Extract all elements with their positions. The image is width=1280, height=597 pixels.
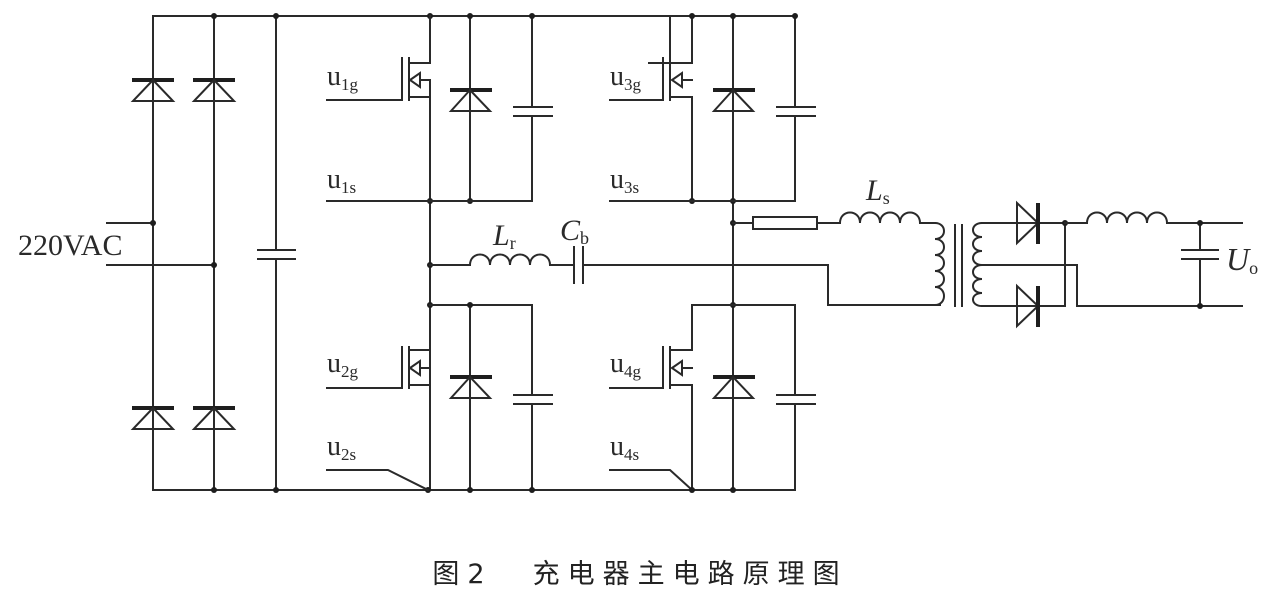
- bridge-leg-right: [730, 13, 736, 493]
- snubber-cap-1: [326, 13, 553, 202]
- bridge-rectifier: [106, 13, 796, 493]
- blocking-capacitor-cb: [573, 246, 941, 306]
- label-cb: Cb: [560, 214, 589, 248]
- transformer: [933, 221, 984, 308]
- label-u3s: u3s: [610, 164, 639, 197]
- input-filter-capacitor: [257, 13, 296, 493]
- bridge-diode-d2: [191, 78, 237, 102]
- label-u2s: u2s: [327, 431, 356, 464]
- label-uo: Uo: [1226, 241, 1258, 278]
- mosfet-q3: [609, 13, 695, 204]
- figure-caption: 图2 充电器主电路原理图: [0, 552, 1280, 591]
- antiparallel-diode-3: [711, 88, 756, 112]
- mosfet-q2: [326, 346, 431, 389]
- antiparallel-diode-4: [711, 375, 756, 399]
- label-u4s: u4s: [610, 431, 639, 464]
- u4s-lead: [609, 469, 694, 492]
- bridge-diode-d3: [130, 406, 176, 430]
- antiparallel-diode-2: [429, 302, 535, 493]
- u2s-lead: [326, 469, 430, 492]
- label-u3g: u3g: [610, 61, 642, 94]
- label-u1s: u1s: [327, 164, 356, 197]
- circuit-diagram: 220VAC u1g u1s: [18, 13, 1258, 493]
- output-filter-inductor: [1064, 211, 1243, 225]
- output-diode-2: [1016, 283, 1040, 329]
- output-filter-capacitor: [1181, 220, 1219, 309]
- sense-resistor: [732, 216, 841, 230]
- label-lr: Lr: [492, 219, 516, 253]
- label-ls: Ls: [865, 174, 890, 208]
- bridge-diode-d4: [191, 406, 237, 430]
- label-u1g: u1g: [327, 61, 359, 94]
- snubber-cap-4: [776, 394, 816, 405]
- input-voltage-label: 220VAC: [18, 229, 122, 262]
- label-u2g: u2g: [327, 348, 359, 381]
- snubber-cap-3: [609, 13, 816, 202]
- caption-title: 充电器主电路原理图: [532, 559, 848, 590]
- bridge-diode-d1: [130, 78, 176, 102]
- snubber-cap-2: [513, 394, 553, 405]
- antiparallel-diode-1: [448, 13, 493, 204]
- output-diode-1: [1016, 200, 1040, 246]
- label-u4g: u4g: [610, 348, 642, 381]
- caption-number: 图2: [432, 559, 493, 590]
- mosfet-q4: [609, 304, 796, 491]
- output-rectifier: [981, 200, 1243, 329]
- mosfet-q1: [326, 15, 431, 101]
- resonant-inductor-lr: [429, 253, 575, 267]
- series-inductor-ls: [838, 211, 936, 225]
